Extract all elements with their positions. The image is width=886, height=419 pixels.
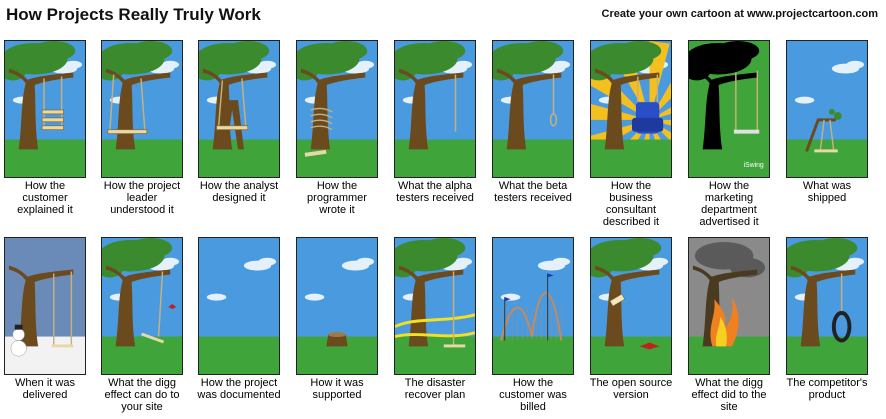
tree-broken-swing-bird-icon [101,237,183,375]
tree-stump-icon [296,237,378,375]
tree-tire-swing-icon [786,237,868,375]
panel-caption: How the business consultant described it [602,180,660,228]
silhouette-tree-iswing-icon: iSwing [688,40,770,178]
panel-caption: How the customer was billed [499,377,567,413]
cartoon-panel: How the customer was billed [492,237,574,413]
empty-field-icon [198,237,280,375]
caution-tape-icon [395,313,475,329]
red-seat-icon [639,342,660,350]
swing-seat-icon [107,129,148,135]
cartoon-panel: The competitor's product [786,237,868,401]
page-title: How Projects Really Truly Work [6,5,261,24]
panel-caption: How it was supported [310,377,364,401]
tree-swing-through-trunk-icon [101,40,183,178]
panel-caption: How the project leader understood it [103,180,181,216]
tree-icon [102,238,173,347]
tree-icon [787,238,858,347]
panel-caption: The competitor's product [786,377,868,401]
cartoon-panel: What the beta testers received [492,40,574,204]
panel-caption: What the alpha testers received [396,180,474,204]
tree-noose-icon [492,40,574,178]
cartoon-panel: How the analyst designed it [198,40,280,204]
cartoon-panel: The disaster recover plan [394,237,476,401]
panel-caption: How the project was documented [197,377,281,401]
cartoon-panel: How the business consultant described it [590,40,672,228]
tree-icon [5,41,76,150]
tree-armchair-sunburst-icon [590,40,672,178]
armchair-icon [631,102,664,134]
swing-seat-icon [216,125,249,131]
swing-seat-icon [41,125,64,131]
cartoon-panel: How the customer explained it [4,40,86,216]
tree-icon [689,41,760,150]
tree-single-rope-icon [394,40,476,178]
sapling-icon [805,109,842,152]
header: How Projects Really Truly Work Create yo… [0,0,886,36]
cartoon-panel: The open source version [590,237,672,401]
panel-caption: What the digg effect did to the site [691,377,767,413]
iswing-label: iSwing [744,162,764,169]
tree-icon [395,238,466,347]
swing-seat-icon [41,117,64,123]
site-credit: Create your own cartoon at www.projectca… [601,8,878,20]
panel-caption: How the customer explained it [17,180,73,216]
panel-caption: What was shipped [802,180,852,204]
tree-on-fire-icon [688,237,770,375]
cartoon-panel: When it was delivered [4,237,86,401]
panel-caption: The open source version [589,377,673,401]
cartoon-panel: What the digg effect can do to your site [101,237,183,413]
tree-split-trunk-swing-icon [198,40,280,178]
tree-caution-tape-icon [394,237,476,375]
panel-caption: When it was delivered [15,377,75,401]
panel-caption: The disaster recover plan [404,377,466,401]
bird-icon [168,304,177,309]
sign-icon [609,293,626,307]
panel-caption: How the marketing department advertised … [699,180,759,228]
swing-seat-icon [41,109,64,115]
tree-icon [8,265,74,347]
roller-coaster-icon [499,273,563,341]
cartoon-panel: What the alpha testers received [394,40,476,204]
cartoon-panel: How the project leader understood it [101,40,183,216]
cartoon-panel: What the digg effect did to the site [688,237,770,413]
tree-swing-wrapped-trunk-icon [296,40,378,178]
roller-coaster-icon [492,237,574,375]
cartoon-panel: How the programmer wrote it [296,40,378,216]
broken-sapling-swing-icon [786,40,868,178]
cartoon-panel: How it was supported [296,237,378,401]
tree-icon [591,41,662,150]
fire-icon [710,297,739,347]
winter-snowman-tree-icon [4,237,86,375]
stump-icon [326,332,348,347]
tire-icon [831,310,852,343]
panel-caption: How the programmer wrote it [307,180,367,216]
panel-caption: How the analyst designed it [199,180,279,204]
cartoon-grid: How the customer explained it How the pro… [0,37,886,419]
tree-icon [199,41,270,150]
panel-caption: What the beta testers received [494,180,572,204]
flag-icon [504,297,511,302]
snowman-icon [10,324,27,357]
tree-red-seat-sign-icon [590,237,672,375]
cartoon-panel: How the project was documented [197,237,281,401]
tree-icon [395,41,466,150]
tree-icon [591,238,662,347]
panel-caption: What the digg effect can do to your site [104,377,180,413]
cartoon-panel: What was shipped [786,40,868,204]
tree-tire-triple-swing-icon [4,40,86,178]
tree-icon [493,41,564,150]
